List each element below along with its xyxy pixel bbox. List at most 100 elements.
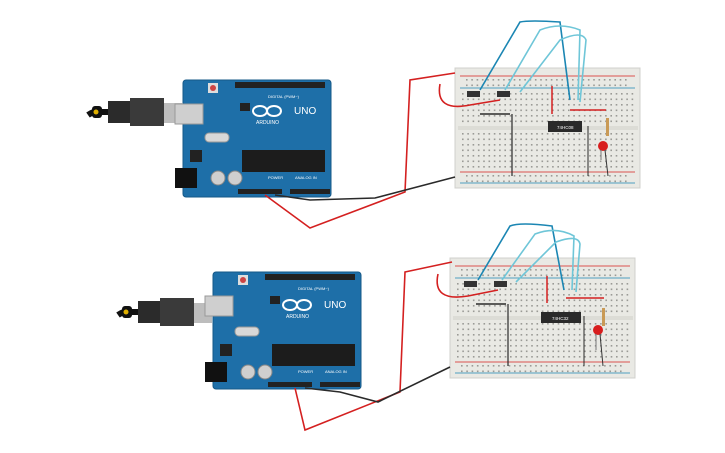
breadboard-hole[interactable] — [462, 299, 464, 302]
breadboard-hole[interactable] — [573, 299, 576, 302]
breadboard-hole[interactable] — [552, 294, 554, 296]
breadboard-hole[interactable] — [478, 305, 480, 307]
breadboard-hole[interactable] — [546, 93, 549, 95]
breadboard-hole[interactable] — [483, 120, 485, 123]
breadboard-hole[interactable] — [540, 365, 543, 367]
breadboard-hole[interactable] — [478, 294, 480, 296]
breadboard-hole[interactable] — [589, 166, 591, 168]
breadboard-hole[interactable] — [467, 166, 469, 168]
breadboard-hole[interactable] — [541, 138, 544, 141]
breadboard-hole[interactable] — [610, 133, 612, 135]
breadboard-hole[interactable] — [573, 98, 575, 101]
breadboard-hole[interactable] — [551, 274, 553, 277]
breadboard-hole[interactable] — [557, 294, 560, 296]
breadboard-hole[interactable] — [504, 345, 507, 347]
breadboard-hole[interactable] — [534, 79, 537, 81]
breadboard-hole[interactable] — [508, 370, 511, 373]
breadboard-hole[interactable] — [573, 305, 576, 307]
breadboard-hole[interactable] — [514, 274, 516, 277]
breadboard-hole[interactable] — [492, 370, 495, 373]
breadboard-hole[interactable] — [520, 323, 523, 325]
breadboard-hole[interactable] — [525, 93, 528, 95]
breadboard-hole[interactable] — [483, 310, 486, 313]
breadboard-hole[interactable] — [472, 160, 475, 163]
breadboard-hole[interactable] — [525, 166, 528, 168]
breadboard-hole[interactable] — [547, 345, 549, 347]
breadboard-hole[interactable] — [504, 350, 507, 353]
breadboard-hole[interactable] — [562, 160, 565, 163]
breadboard-hole[interactable] — [556, 84, 558, 87]
breadboard-hole[interactable] — [552, 104, 554, 106]
breadboard-hole[interactable] — [483, 138, 485, 141]
breadboard-hole[interactable] — [547, 283, 549, 285]
breadboard-hole[interactable] — [481, 175, 484, 177]
breadboard-hole[interactable] — [525, 323, 528, 325]
breadboard-hole[interactable] — [515, 323, 517, 325]
breadboard-hole[interactable] — [594, 166, 597, 168]
breadboard-hole[interactable] — [467, 334, 470, 336]
breadboard-hole[interactable] — [594, 350, 597, 353]
breadboard-hole[interactable] — [510, 323, 512, 325]
breadboard-hole[interactable] — [499, 328, 501, 331]
breadboard-hole[interactable] — [561, 84, 563, 87]
breadboard-hole[interactable] — [487, 175, 489, 177]
breadboard-hole[interactable] — [519, 79, 521, 81]
breadboard-hole[interactable] — [547, 339, 549, 342]
breadboard-hole[interactable] — [589, 299, 592, 302]
breadboard-hole[interactable] — [524, 274, 527, 277]
breadboard-hole[interactable] — [631, 120, 634, 123]
breadboard-hole[interactable] — [472, 288, 475, 291]
breadboard-hole[interactable] — [472, 323, 475, 325]
breadboard-hole[interactable] — [462, 294, 464, 296]
breadboard-hole[interactable] — [466, 79, 468, 81]
breadboard-hole[interactable] — [552, 144, 554, 146]
breadboard-hole[interactable] — [561, 370, 564, 373]
breadboard-hole[interactable] — [594, 310, 597, 313]
breadboard-hole[interactable] — [610, 310, 613, 313]
breadboard-hole[interactable] — [563, 345, 565, 347]
breadboard-hole[interactable] — [546, 133, 549, 135]
breadboard-hole[interactable] — [519, 180, 521, 183]
breadboard-hole[interactable] — [563, 350, 565, 353]
breadboard-hole[interactable] — [610, 345, 613, 347]
breadboard-hole[interactable] — [478, 328, 480, 331]
breadboard-hole[interactable] — [499, 115, 501, 117]
breadboard-hole[interactable] — [504, 328, 507, 331]
breadboard-hole[interactable] — [504, 305, 507, 307]
breadboard-hole[interactable] — [584, 305, 586, 307]
breadboard-hole[interactable] — [510, 356, 512, 358]
breadboard-hole[interactable] — [626, 166, 628, 168]
breadboard-hole[interactable] — [563, 310, 565, 313]
breadboard-hole[interactable] — [515, 334, 517, 336]
breadboard-hole[interactable] — [493, 93, 496, 95]
breadboard-hole[interactable] — [550, 79, 553, 81]
breadboard-hole[interactable] — [462, 328, 464, 331]
breadboard-hole[interactable] — [483, 133, 485, 135]
breadboard-hole[interactable] — [621, 350, 623, 353]
breadboard-hole[interactable] — [552, 133, 554, 135]
breadboard-hole[interactable] — [487, 84, 489, 87]
breadboard-hole[interactable] — [610, 339, 613, 342]
breadboard-hole[interactable] — [584, 310, 586, 313]
breadboard-hole[interactable] — [493, 133, 496, 135]
breadboard-hole[interactable] — [493, 144, 496, 146]
breadboard-hole[interactable] — [467, 288, 470, 291]
breadboard-hole[interactable] — [561, 365, 564, 367]
breadboard-hole[interactable] — [524, 269, 527, 271]
breadboard-hole[interactable] — [477, 155, 480, 157]
breadboard-hole[interactable] — [536, 133, 538, 135]
breadboard-hole[interactable] — [598, 274, 601, 277]
breadboard-hole[interactable] — [573, 328, 576, 331]
breadboard-hole[interactable] — [605, 345, 607, 347]
breadboard-hole[interactable] — [476, 180, 479, 183]
breadboard-hole[interactable] — [520, 294, 523, 296]
breadboard-hole[interactable] — [457, 283, 459, 285]
breadboard-hole[interactable] — [515, 144, 517, 146]
breadboard-hole[interactable] — [621, 149, 623, 152]
breadboard-hole[interactable] — [536, 323, 539, 325]
breadboard-hole[interactable] — [467, 299, 470, 302]
breadboard-hole[interactable] — [563, 299, 565, 302]
breadboard-hole[interactable] — [621, 144, 623, 146]
breadboard-hole[interactable] — [582, 269, 585, 271]
breadboard-hole[interactable] — [515, 149, 517, 152]
